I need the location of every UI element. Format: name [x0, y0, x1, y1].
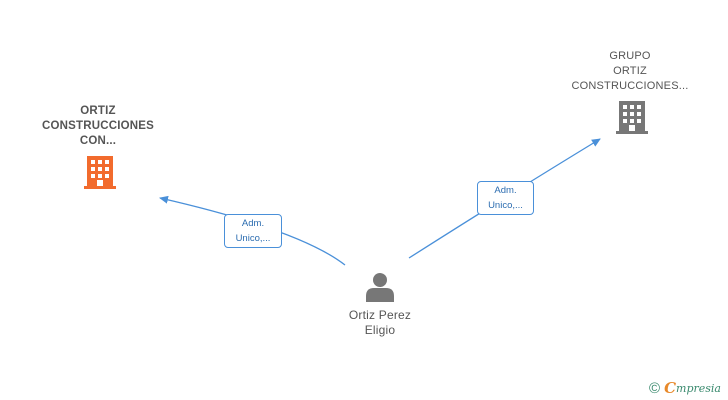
- edge-label-role[interactable]: Adm. Unico,...: [477, 181, 534, 215]
- edge-label-role[interactable]: Adm. Unico,...: [224, 214, 282, 248]
- company-main-label[interactable]: ORTIZ CONSTRUCCIONES CON...: [18, 104, 178, 149]
- edge-label-line: Adm.: [494, 185, 517, 196]
- company-group-label-line: CONSTRUCCIONES...: [571, 80, 689, 92]
- building-icon[interactable]: [84, 155, 116, 189]
- person-icon[interactable]: [364, 272, 396, 302]
- edge-label-line: Unico,...: [488, 200, 523, 211]
- company-group-label[interactable]: GRUPO ORTIZ CONSTRUCCIONES...: [550, 49, 710, 94]
- person-label-line: Ortiz Perez: [348, 308, 412, 322]
- company-group-label-line: ORTIZ: [613, 65, 647, 77]
- edge-label-line: Unico,...: [235, 233, 271, 244]
- building-icon[interactable]: [616, 100, 648, 134]
- company-group-label-line: GRUPO: [609, 50, 651, 62]
- brand-watermark: © C mpresia: [649, 378, 721, 398]
- edge-label-line: Adm.: [241, 218, 265, 229]
- company-main-label-line: ORTIZ: [80, 105, 116, 117]
- person-label[interactable]: Ortiz Perez Eligio: [320, 308, 440, 338]
- company-main-label-line: CON...: [79, 135, 117, 147]
- person-label-line: Eligio: [364, 323, 396, 337]
- brand-logo-initial: C: [664, 379, 677, 397]
- brand-logo-text: mpresia: [676, 381, 721, 395]
- company-main-label-line: CONSTRUCCIONES: [41, 120, 155, 132]
- copyright-symbol: ©: [649, 379, 661, 397]
